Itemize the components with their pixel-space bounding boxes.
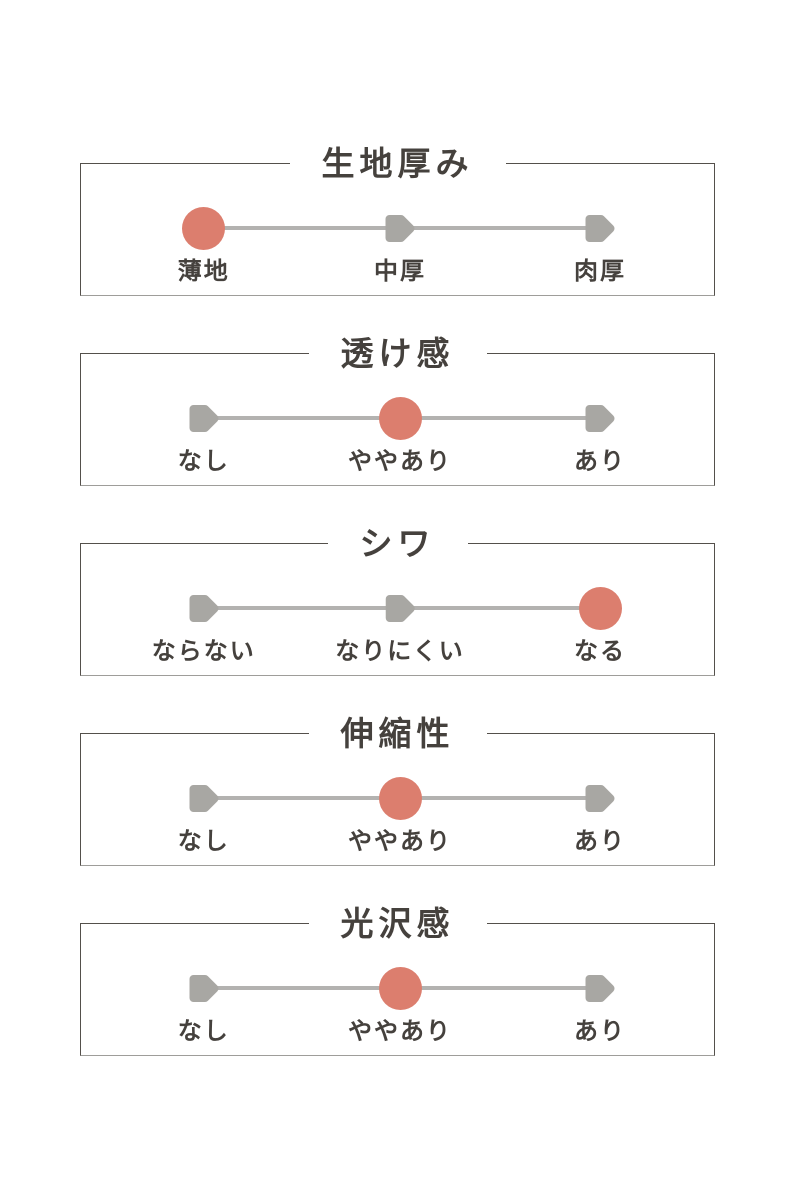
- unselected-tag-icon: [189, 784, 219, 812]
- option-label: なし: [177, 447, 230, 475]
- panel-sheerness: 透け感 なし ややあり あり: [80, 335, 715, 486]
- panel-title: 伸縮性: [308, 715, 487, 753]
- panel-stretch: 伸縮性 なし ややあり あり: [80, 715, 715, 866]
- unselected-tag-icon: [585, 214, 615, 242]
- scale-stop: ややあり: [348, 354, 452, 475]
- selected-dot-icon: [378, 966, 422, 1010]
- panel-fabric-thickness: 生地厚み 薄地 中厚 肉厚: [80, 145, 715, 296]
- scale-stop: ややあり: [348, 734, 452, 855]
- stop-marker: [379, 587, 422, 630]
- panel-title: 透け感: [308, 335, 487, 373]
- scale-stop: なし: [178, 354, 230, 475]
- scale-stop: なし: [178, 734, 230, 855]
- rating-scale: なし ややあり あり: [81, 734, 714, 865]
- option-label: なる: [574, 637, 627, 665]
- stop-marker: [182, 397, 225, 440]
- selected-dot-icon: [378, 776, 422, 820]
- selected-dot-icon: [578, 586, 622, 630]
- stop-marker: [182, 967, 225, 1010]
- unselected-tag-icon: [385, 594, 415, 622]
- scale-stop: 薄地: [178, 164, 230, 285]
- unselected-tag-icon: [385, 214, 415, 242]
- unselected-tag-icon: [189, 404, 219, 432]
- scale-stop: あり: [574, 734, 626, 855]
- panel-title: 光沢感: [308, 905, 487, 943]
- stop-marker: [182, 777, 225, 820]
- scale-stop: あり: [574, 924, 626, 1045]
- unselected-tag-icon: [585, 784, 615, 812]
- rating-scale: 薄地 中厚 肉厚: [81, 164, 714, 295]
- scale-stop: なし: [178, 924, 230, 1045]
- option-label: ならない: [151, 637, 256, 665]
- selected-dot-icon: [182, 206, 226, 250]
- option-label: 中厚: [374, 257, 427, 285]
- stop-marker: [579, 967, 622, 1010]
- stop-marker: [378, 966, 422, 1010]
- selected-dot-icon: [378, 396, 422, 440]
- option-label: 薄地: [177, 257, 230, 285]
- stop-marker: [378, 776, 422, 820]
- panel-gloss: 光沢感 なし ややあり あり: [80, 905, 715, 1056]
- option-label: あり: [574, 1017, 627, 1045]
- option-label: 肉厚: [574, 257, 627, 285]
- stop-marker: [182, 587, 225, 630]
- option-label: ややあり: [348, 447, 453, 475]
- unselected-tag-icon: [585, 974, 615, 1002]
- stop-marker: [579, 207, 622, 250]
- scale-stop: 肉厚: [574, 164, 626, 285]
- scale-stop: あり: [574, 354, 626, 475]
- stop-marker: [379, 207, 422, 250]
- panel-title: 生地厚み: [289, 145, 506, 183]
- rating-scale: ならない なりにくい なる: [81, 544, 714, 675]
- option-label: あり: [574, 827, 627, 855]
- stop-marker: [578, 586, 622, 630]
- stop-marker: [378, 396, 422, 440]
- option-label: なし: [177, 827, 230, 855]
- stop-marker: [579, 397, 622, 440]
- unselected-tag-icon: [189, 974, 219, 1002]
- option-label: ややあり: [348, 1017, 453, 1045]
- scale-stop: 中厚: [374, 164, 426, 285]
- scale-stop: ならない: [152, 544, 256, 665]
- unselected-tag-icon: [189, 594, 219, 622]
- rating-scale: なし ややあり あり: [81, 354, 714, 485]
- rating-scale: なし ややあり あり: [81, 924, 714, 1055]
- option-label: なりにくい: [335, 637, 465, 665]
- unselected-tag-icon: [585, 404, 615, 432]
- option-label: あり: [574, 447, 627, 475]
- option-label: ややあり: [348, 827, 453, 855]
- scale-stop: ややあり: [348, 924, 452, 1045]
- scale-stop: なりにくい: [335, 544, 465, 665]
- stop-marker: [579, 777, 622, 820]
- panel-wrinkles: シワ ならない なりにくい なる: [80, 525, 715, 676]
- scale-stop: なる: [574, 544, 626, 665]
- stop-marker: [182, 206, 226, 250]
- panel-title: シワ: [327, 525, 468, 563]
- option-label: なし: [177, 1017, 230, 1045]
